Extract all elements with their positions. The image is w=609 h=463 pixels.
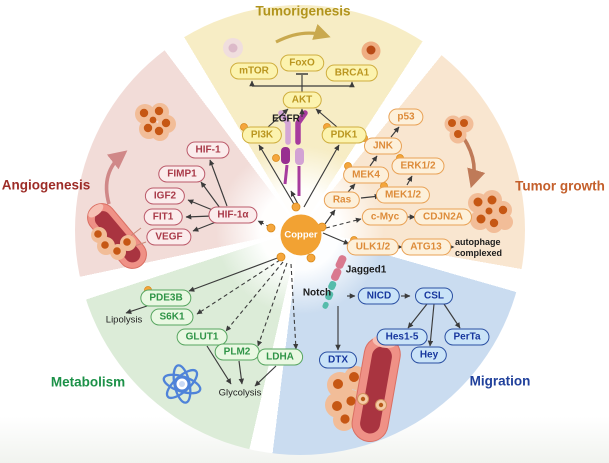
node-cdjn2a: CDJN2A bbox=[413, 208, 473, 226]
node-plm2: PLM2 bbox=[214, 343, 260, 361]
section-title-tumorigenesis: Tumorigenesis bbox=[255, 3, 351, 19]
section-title-angiogenesis: Angiogenesis bbox=[1, 177, 91, 193]
node-perta: PerTa bbox=[444, 328, 490, 346]
section-title-tumor-growth: Tumor growth bbox=[515, 178, 605, 194]
node-cmyc: c-Myc bbox=[361, 208, 409, 226]
node-atg13: ATG13 bbox=[401, 238, 451, 256]
node-hes15: Hes1-5 bbox=[376, 328, 428, 346]
node-foxo: FoxO bbox=[280, 54, 324, 72]
copper-center-node: Copper bbox=[280, 214, 322, 256]
node-pdk1: PDK1 bbox=[321, 126, 367, 144]
node-erk12: ERK1/2 bbox=[391, 157, 445, 175]
node-nicd: NICD bbox=[357, 287, 401, 305]
node-ulk12: ULK1/2 bbox=[346, 238, 400, 256]
node-mtor: mTOR bbox=[230, 62, 278, 80]
node-igf2: IGF2 bbox=[144, 187, 186, 205]
section-title-metabolism: Metabolism bbox=[50, 374, 126, 390]
node-p53: p53 bbox=[388, 108, 424, 126]
section-title-migration: Migration bbox=[469, 373, 531, 389]
node-ras: Ras bbox=[323, 191, 361, 209]
node-pde3b: PDE3B bbox=[140, 289, 192, 307]
node-hif1: HIF-1 bbox=[186, 141, 230, 159]
node-mek12: MEK1/2 bbox=[375, 186, 431, 204]
node-fit1: FIT1 bbox=[143, 208, 183, 226]
label-egfr: EGFR bbox=[272, 113, 300, 125]
node-jnk: JNK bbox=[363, 137, 403, 155]
node-ldha: LDHA bbox=[257, 348, 303, 366]
node-csl: CSL bbox=[415, 287, 453, 305]
label-glycolysis: Glycolysis bbox=[218, 387, 262, 399]
label-autophage-complexed: autophage complexed bbox=[455, 237, 503, 258]
node-mek4: MEK4 bbox=[343, 166, 389, 184]
label-jagged1: Jagged1 bbox=[345, 264, 387, 276]
node-pi3k: PI3K bbox=[241, 126, 283, 144]
node-fimp1: FIMP1 bbox=[158, 165, 206, 183]
label-lipolysis: Lipolysis bbox=[105, 314, 143, 326]
node-dtx: DTX bbox=[319, 351, 357, 369]
node-akt: AKT bbox=[282, 91, 322, 109]
node-vegf: VEGF bbox=[146, 228, 192, 246]
node-glut1: GLUT1 bbox=[176, 328, 228, 346]
label-notch: Notch bbox=[302, 287, 332, 299]
node-hif1a: HIF-1α bbox=[208, 206, 258, 224]
node-brca1: BRCA1 bbox=[325, 64, 379, 82]
node-hey: Hey bbox=[410, 346, 448, 364]
node-s6k1: S6K1 bbox=[150, 308, 194, 326]
